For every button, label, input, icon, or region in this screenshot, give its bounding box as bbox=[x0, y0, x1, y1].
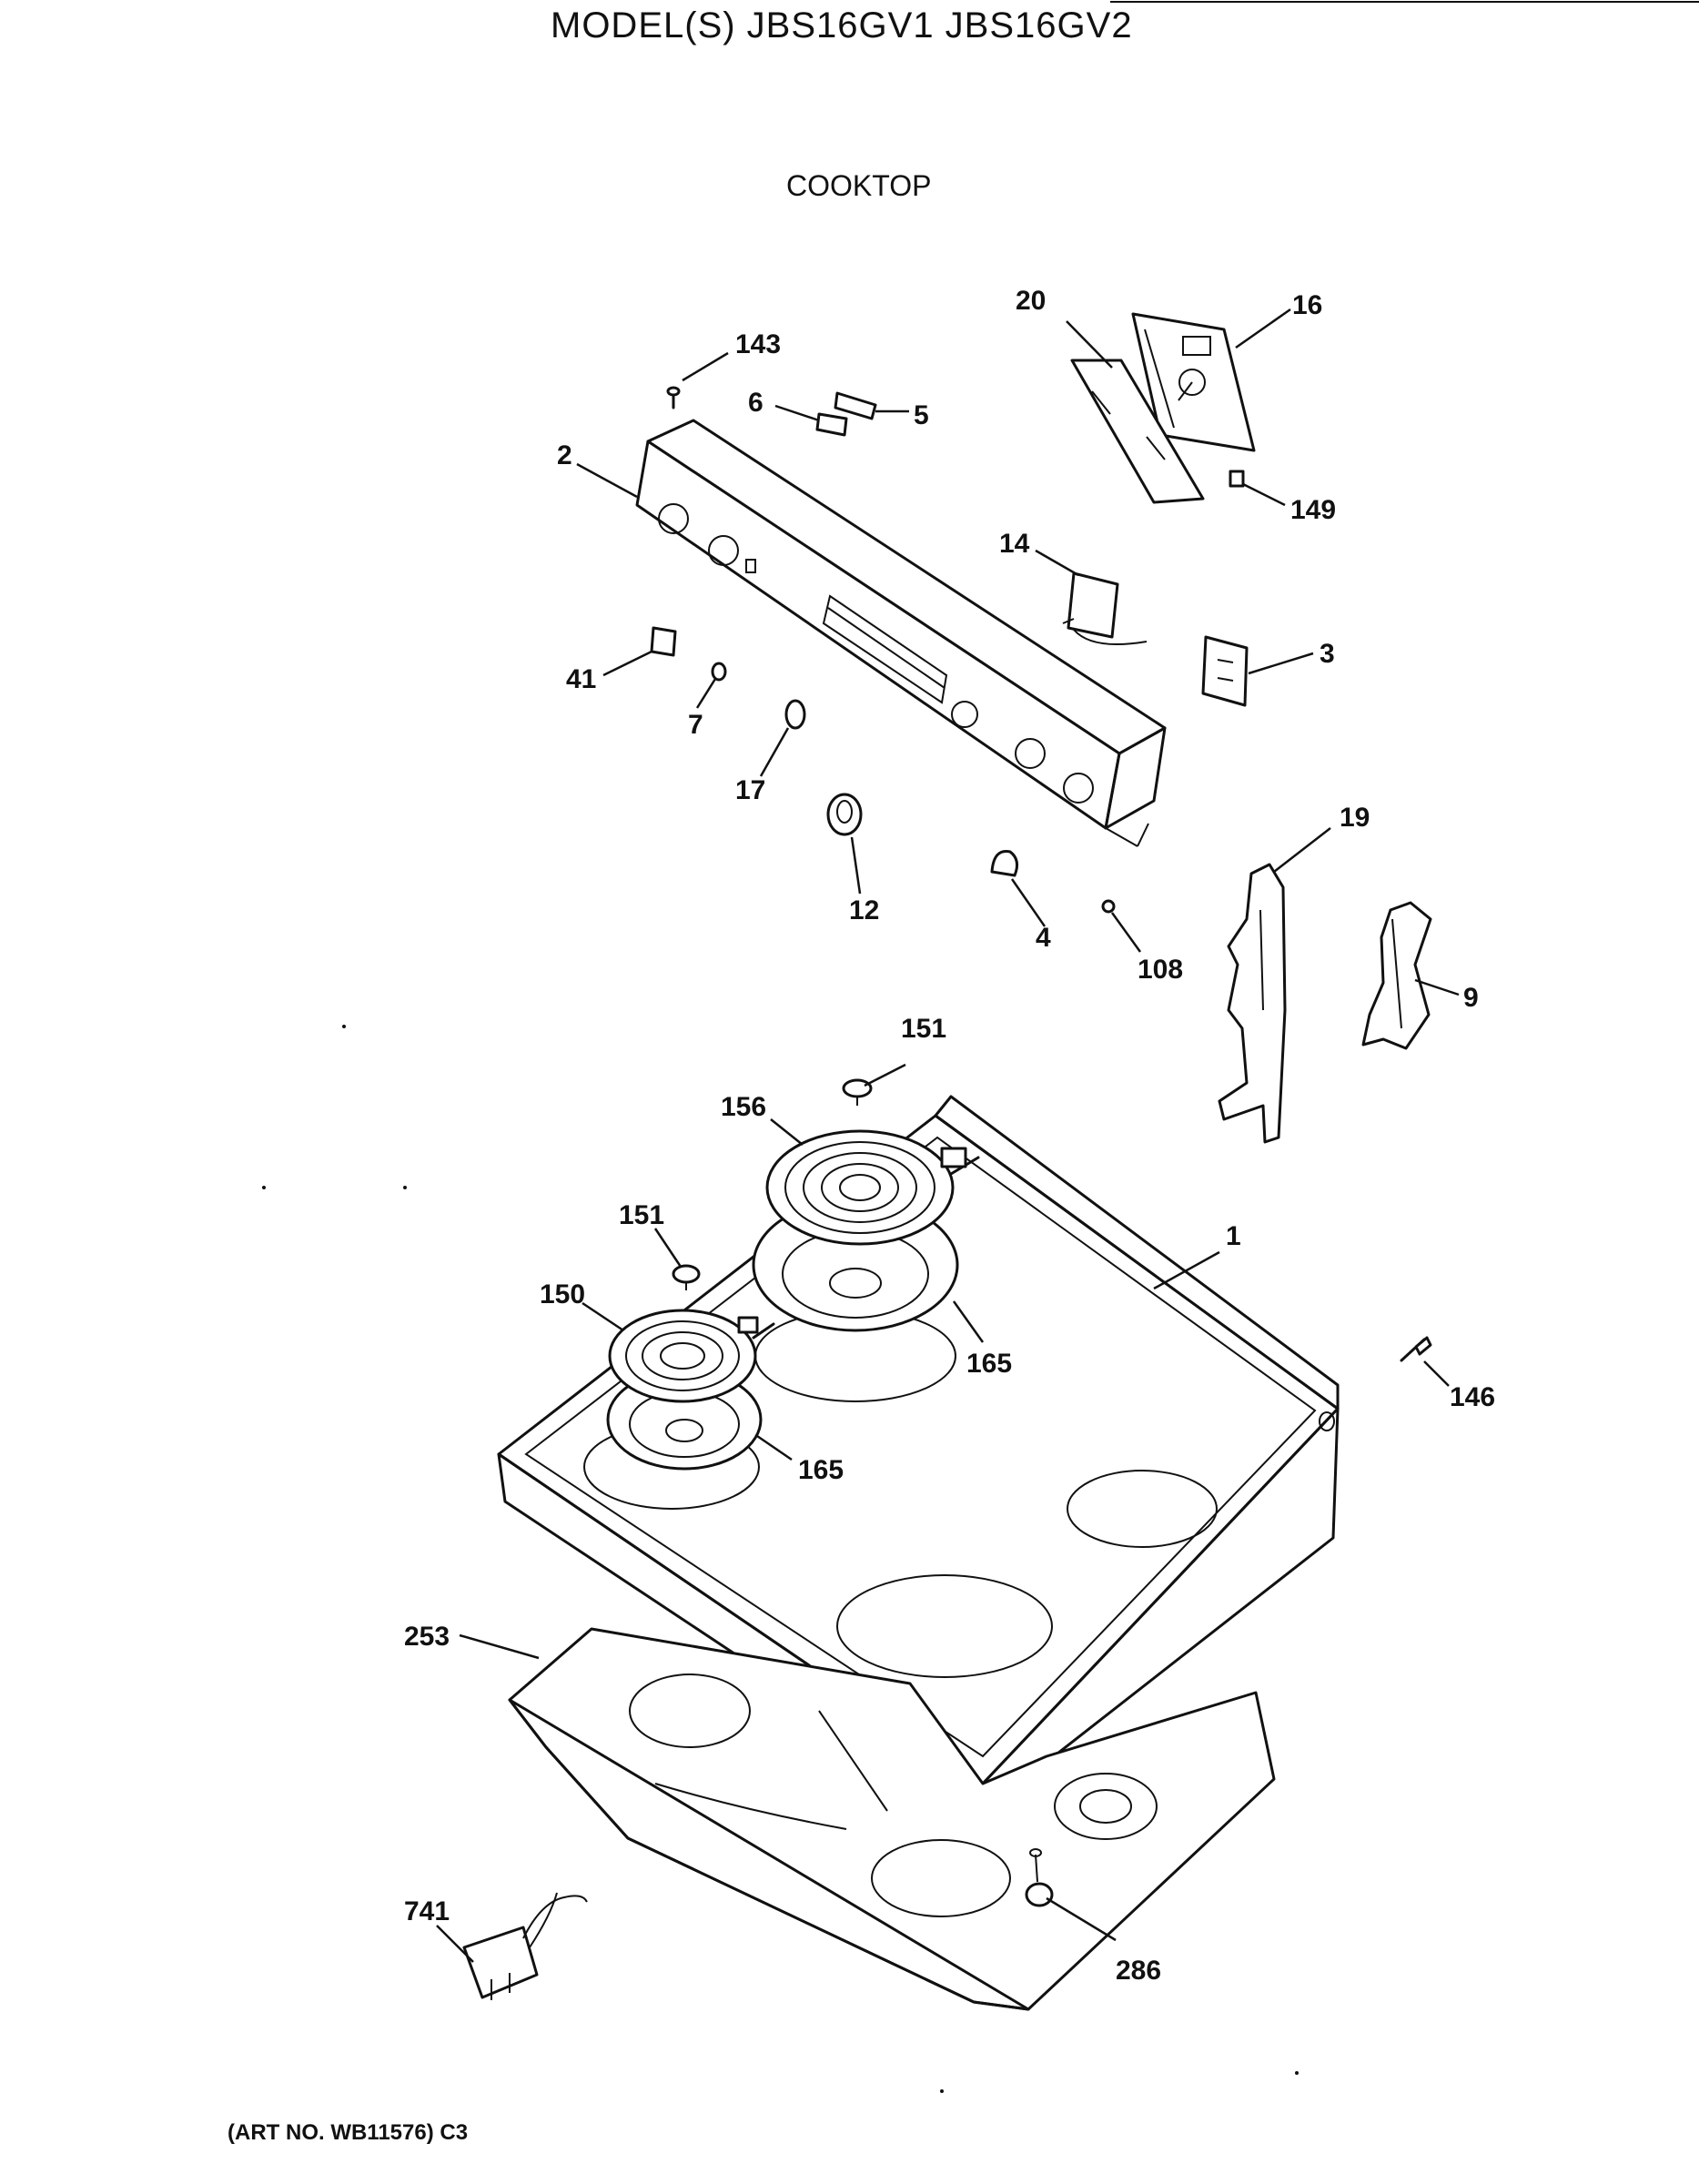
callout-14: 14 bbox=[999, 529, 1030, 559]
part-7-indicator-light bbox=[711, 662, 727, 682]
callout-108: 108 bbox=[1138, 955, 1183, 985]
part-108-grommet bbox=[1101, 899, 1116, 914]
part-143-screw bbox=[666, 386, 681, 410]
part-41-rocker-switch bbox=[650, 626, 677, 657]
callout-165-lower: 165 bbox=[798, 1455, 844, 1485]
part-741-terminal-block bbox=[462, 1892, 588, 2000]
callout-20: 20 bbox=[1016, 286, 1046, 316]
part-2-control-panel bbox=[635, 419, 1167, 847]
callout-3: 3 bbox=[1320, 639, 1335, 669]
part-146-screw bbox=[1400, 1336, 1432, 1362]
part-151-receptacle-cap-a bbox=[842, 1078, 873, 1106]
callout-9: 9 bbox=[1463, 983, 1479, 1013]
callout-143: 143 bbox=[735, 329, 781, 359]
part-6-bracket bbox=[815, 412, 848, 437]
callout-labels: 20 16 143 6 5 2 149 14 3 41 7 17 19 12 4… bbox=[404, 286, 1495, 1986]
callout-156: 156 bbox=[721, 1092, 766, 1122]
callout-149: 149 bbox=[1290, 495, 1336, 525]
part-14-infinite-switch bbox=[1062, 571, 1148, 646]
callout-6: 6 bbox=[748, 388, 764, 418]
part-151-receptacle-cap-b bbox=[672, 1264, 701, 1290]
part-286-clamp bbox=[1025, 1848, 1054, 1907]
callout-19: 19 bbox=[1340, 803, 1370, 833]
page-title: MODEL(S) JBS16GV1 JBS16GV2 bbox=[551, 5, 1133, 46]
callout-741: 741 bbox=[404, 1896, 450, 1926]
part-5-bracket bbox=[834, 391, 877, 420]
part-253-burner-box bbox=[508, 1627, 1276, 2011]
callout-253: 253 bbox=[404, 1622, 450, 1652]
callout-12: 12 bbox=[849, 895, 879, 925]
part-150-surface-element-small bbox=[608, 1309, 775, 1403]
callout-41: 41 bbox=[566, 664, 596, 694]
part-149-clip bbox=[1229, 470, 1245, 488]
part-156-surface-element-large bbox=[765, 1129, 980, 1246]
callout-151-top: 151 bbox=[901, 1014, 946, 1044]
callout-146: 146 bbox=[1450, 1382, 1495, 1412]
callout-1: 1 bbox=[1226, 1221, 1241, 1251]
callout-151-mid: 151 bbox=[619, 1200, 664, 1230]
callout-165-upper: 165 bbox=[966, 1349, 1012, 1379]
callout-2: 2 bbox=[557, 440, 572, 470]
callout-7: 7 bbox=[688, 710, 703, 740]
part-19-side-bracket bbox=[1218, 863, 1287, 1144]
callout-5: 5 bbox=[914, 400, 929, 430]
part-12-knob bbox=[826, 793, 863, 836]
art-number: (ART NO. WB11576) C3 bbox=[228, 2120, 469, 2145]
callout-4: 4 bbox=[1036, 923, 1051, 953]
part-16-clock-timer bbox=[1131, 312, 1256, 452]
leader-lines bbox=[436, 308, 1460, 1963]
part-3-switch bbox=[1201, 635, 1249, 707]
callout-16: 16 bbox=[1292, 290, 1322, 320]
part-9-end-cap bbox=[1361, 901, 1432, 1050]
section-title: COOKTOP bbox=[786, 169, 932, 202]
scan-specks bbox=[262, 1025, 1299, 2093]
part-4-knob bbox=[990, 849, 1019, 877]
callout-17: 17 bbox=[735, 775, 765, 805]
part-17-lens bbox=[784, 699, 806, 730]
callout-150: 150 bbox=[540, 1279, 585, 1309]
callout-286: 286 bbox=[1116, 1956, 1161, 1986]
